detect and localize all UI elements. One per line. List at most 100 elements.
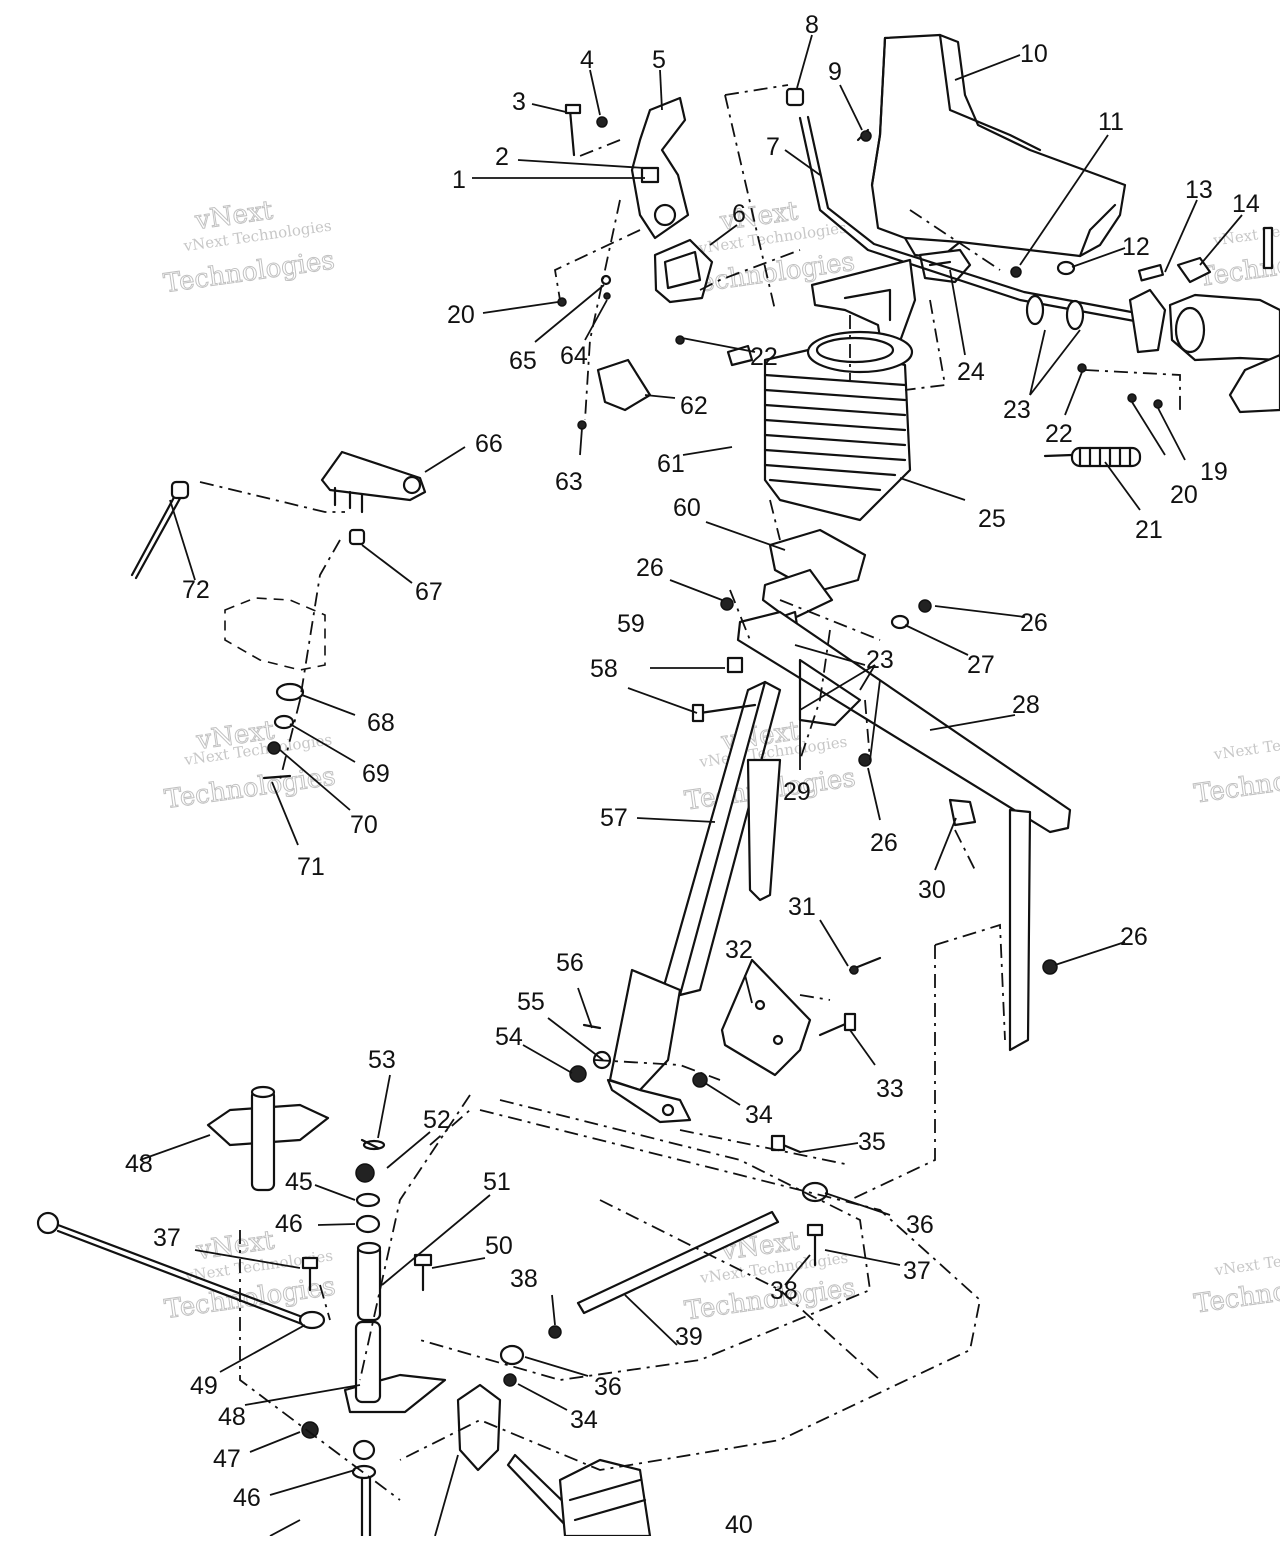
callout-48-lower: 48 (218, 1403, 246, 1431)
callout-23-middle: 23 (866, 646, 894, 674)
watermark-group: vNext vNext Technologies Technologies vN… (161, 195, 1280, 1327)
callout-9: 9 (828, 58, 842, 86)
callout-20-right: 20 (1170, 481, 1198, 509)
callout-10: 10 (1020, 40, 1048, 68)
callout-labels: 1 2 3 4 5 6 7 8 9 10 11 12 13 14 19 20 2… (125, 11, 1260, 1539)
callout-19: 19 (1200, 458, 1228, 486)
column-bracket (569, 968, 692, 1124)
callout-40: 40 (725, 1511, 753, 1536)
callout-71: 71 (297, 853, 325, 881)
bolts-37-50 (301, 1134, 824, 1292)
callout-68: 68 (367, 709, 395, 737)
callout-36-lower: 36 (594, 1373, 622, 1401)
callout-34-lower: 34 (570, 1406, 598, 1434)
callout-55: 55 (517, 988, 545, 1016)
watermark-9: vNext Technologies Technologies (1192, 1241, 1280, 1320)
cap-8 (785, 87, 805, 107)
callout-57: 57 (600, 804, 628, 832)
rod-end-36 (499, 1181, 829, 1387)
callout-38-right: 38 (770, 1277, 798, 1305)
callout-33: 33 (876, 1075, 904, 1103)
svg-text:vNext Technologies: vNext Technologies (1213, 1241, 1280, 1280)
plate-60 (761, 528, 867, 622)
callout-28: 28 (1012, 691, 1040, 719)
callout-34-upper: 34 (745, 1101, 773, 1129)
clamps-23 (1025, 294, 1085, 331)
pivot-48-lower (343, 1241, 447, 1414)
callout-50: 50 (485, 1232, 513, 1260)
right-housing (1128, 226, 1280, 414)
callout-30: 30 (918, 876, 946, 904)
spring-21 (1043, 446, 1142, 468)
finned-unit-25 (763, 330, 914, 522)
callout-62: 62 (680, 392, 708, 420)
part-68-71 (262, 682, 305, 780)
callout-32: 32 (725, 936, 753, 964)
callout-23-upper: 23 (1003, 396, 1031, 424)
watermark-8: vNext Technologies Technologies (1192, 725, 1280, 810)
bolts-31-33 (818, 956, 882, 1037)
callout-27: 27 (967, 651, 995, 679)
callout-39: 39 (675, 1323, 703, 1351)
fasteners-upper-left (557, 128, 872, 430)
frame-28 (736, 610, 1072, 1052)
steering-arm-lower (456, 1383, 652, 1538)
assembly-lines-upper (199, 84, 1181, 1321)
callout-64: 64 (560, 342, 588, 370)
watermark-3: vNext vNext Technologies Technologies (162, 715, 338, 816)
pin-53 (360, 1138, 386, 1151)
callout-3: 3 (512, 88, 526, 116)
callout-49: 49 (190, 1372, 218, 1400)
pivot-48-upper (206, 1085, 330, 1192)
callout-11: 11 (1098, 108, 1124, 136)
callout-65: 65 (509, 347, 537, 375)
small-screws-right (1010, 260, 1163, 409)
callout-8: 8 (805, 11, 819, 39)
svg-text:Technologies: Technologies (163, 761, 338, 815)
watermark-6: vNext vNext Technologies Technologies (682, 1226, 858, 1327)
callout-26-c: 26 (870, 829, 898, 857)
callout-51: 51 (483, 1168, 511, 1196)
callout-1: 1 (452, 166, 466, 194)
seat-mount-bracket (810, 258, 917, 357)
callout-20-left: 20 (447, 301, 475, 329)
callout-72: 72 (182, 576, 210, 604)
callout-60: 60 (673, 494, 701, 522)
callout-13: 13 (1185, 176, 1213, 204)
svg-text:vNext Technologies: vNext Technologies (1212, 725, 1280, 764)
callout-69: 69 (362, 760, 390, 788)
callout-66: 66 (475, 430, 503, 458)
callout-37-right: 37 (903, 1257, 931, 1285)
callout-26-b: 26 (1020, 609, 1048, 637)
leader-lines (139, 34, 1243, 1537)
svg-text:Technologies: Technologies (1192, 756, 1280, 810)
callout-29: 29 (783, 778, 811, 806)
callout-26-a: 26 (636, 554, 664, 582)
callout-22-upper: 22 (750, 343, 778, 371)
callout-24: 24 (957, 358, 985, 386)
callout-67: 67 (415, 578, 443, 606)
callout-4: 4 (580, 46, 594, 74)
callout-46-lower: 46 (233, 1484, 261, 1512)
callout-61: 61 (657, 450, 685, 478)
part-6 (653, 238, 714, 304)
callout-25: 25 (978, 505, 1006, 533)
callout-46-upper: 46 (275, 1210, 303, 1238)
part-67 (348, 528, 366, 546)
callout-48-upper: 48 (125, 1150, 153, 1178)
callout-37-left: 37 (153, 1224, 181, 1252)
callout-22-right: 22 (1045, 420, 1073, 448)
plate-32 (720, 958, 812, 1077)
nuts-26 (692, 597, 1058, 1088)
callout-14: 14 (1232, 190, 1260, 218)
part-62 (596, 358, 652, 412)
cable-72 (130, 480, 190, 580)
callout-52: 52 (423, 1106, 451, 1134)
dashed-block-left (224, 597, 326, 671)
callout-35: 35 (858, 1128, 886, 1156)
callout-38-left: 38 (510, 1265, 538, 1293)
callout-26-d: 26 (1120, 923, 1148, 951)
callout-2: 2 (495, 143, 509, 171)
